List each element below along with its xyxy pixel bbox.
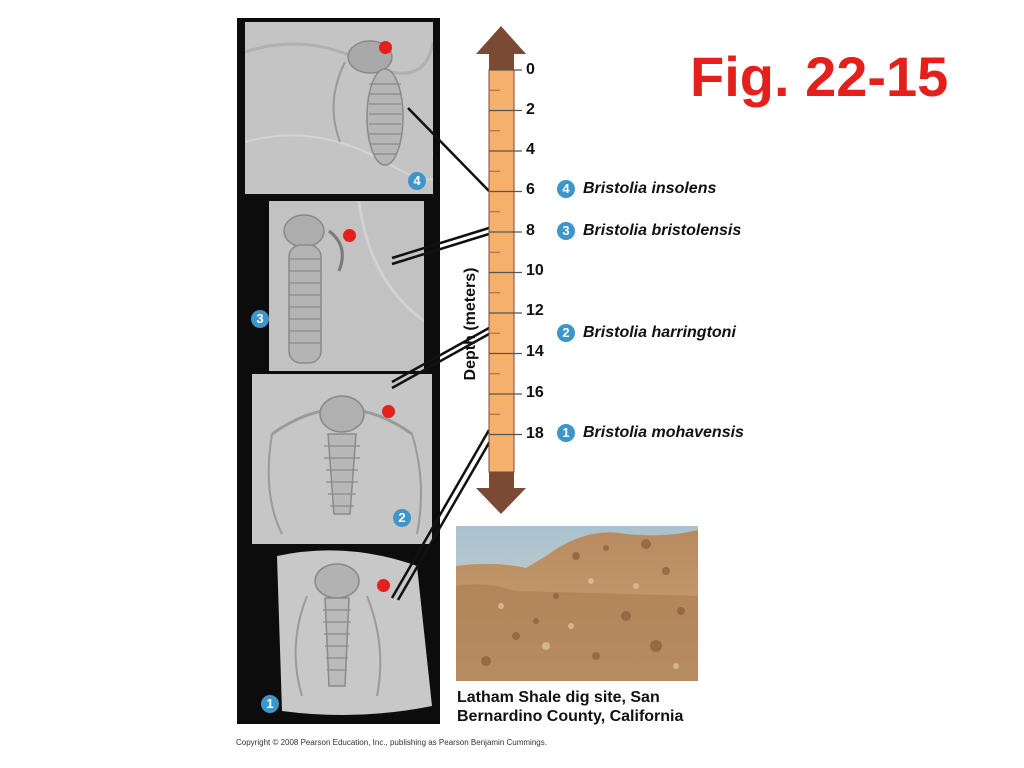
tick-label-8: 8 xyxy=(526,222,535,239)
species-badge-3: 3 xyxy=(557,222,575,240)
trilobite-fossil-4 xyxy=(245,22,433,194)
red-marker-3 xyxy=(343,229,356,242)
connector-line-3 xyxy=(391,226,490,266)
red-marker-2 xyxy=(382,405,395,418)
figure-title: Fig. 22-15 xyxy=(690,45,949,108)
tick-label-16: 16 xyxy=(526,384,544,401)
species-row-2: 2 Bristolia harringtoni xyxy=(557,324,736,342)
copyright-notice: Copyright © 2008 Pearson Education, Inc.… xyxy=(236,738,547,747)
down-arrow xyxy=(476,472,526,514)
depth-bar xyxy=(488,69,515,473)
connector-line-1 xyxy=(390,429,495,601)
red-marker-4 xyxy=(379,41,392,54)
up-arrow xyxy=(476,26,526,70)
dig-site-caption: Latham Shale dig site, San Bernardino Co… xyxy=(457,688,757,726)
dig-site-photo xyxy=(456,526,698,681)
species-name-1: Bristolia mohavensis xyxy=(583,424,744,441)
species-badge-2: 2 xyxy=(557,324,575,342)
fossil-strip: 4 3 2 1 xyxy=(237,18,440,724)
fossil-badge-4: 4 xyxy=(408,172,426,190)
tick-label-4: 4 xyxy=(526,141,535,158)
fossil-badge-2: 2 xyxy=(393,509,411,527)
tick-label-14: 14 xyxy=(526,343,544,360)
dig-site-landscape xyxy=(456,526,698,681)
tick-label-2: 2 xyxy=(526,101,535,118)
species-row-1: 1 Bristolia mohavensis xyxy=(557,424,744,442)
fossil-panel-4 xyxy=(245,22,433,194)
dig-site-caption-line1: Latham Shale dig site, San xyxy=(457,689,660,706)
connector-line-4 xyxy=(407,107,490,192)
fossil-panel-1 xyxy=(267,546,439,718)
depth-axis-label: Depth (meters) xyxy=(462,267,479,381)
dig-site-caption-line2: Bernardino County, California xyxy=(457,708,684,725)
depth-ticks xyxy=(489,69,522,436)
red-marker-1 xyxy=(377,579,390,592)
species-name-2: Bristolia harringtoni xyxy=(583,324,736,341)
fossil-badge-1: 1 xyxy=(261,695,279,713)
trilobite-fossil-1 xyxy=(267,546,439,718)
species-row-3: 3 Bristolia bristolensis xyxy=(557,222,741,240)
species-badge-1: 1 xyxy=(557,424,575,442)
tick-label-18: 18 xyxy=(526,425,544,442)
tick-label-10: 10 xyxy=(526,262,544,279)
species-name-3: Bristolia bristolensis xyxy=(583,222,742,239)
tick-label-6: 6 xyxy=(526,181,535,198)
fossil-badge-3: 3 xyxy=(251,310,269,328)
species-row-4: 4 Bristolia insolens xyxy=(557,180,716,198)
tick-label-12: 12 xyxy=(526,302,544,319)
connector-line-2 xyxy=(391,326,490,390)
species-name-4: Bristolia insolens xyxy=(583,180,717,197)
species-badge-4: 4 xyxy=(557,180,575,198)
connector-lines xyxy=(390,107,495,601)
tick-label-0: 0 xyxy=(526,61,535,78)
